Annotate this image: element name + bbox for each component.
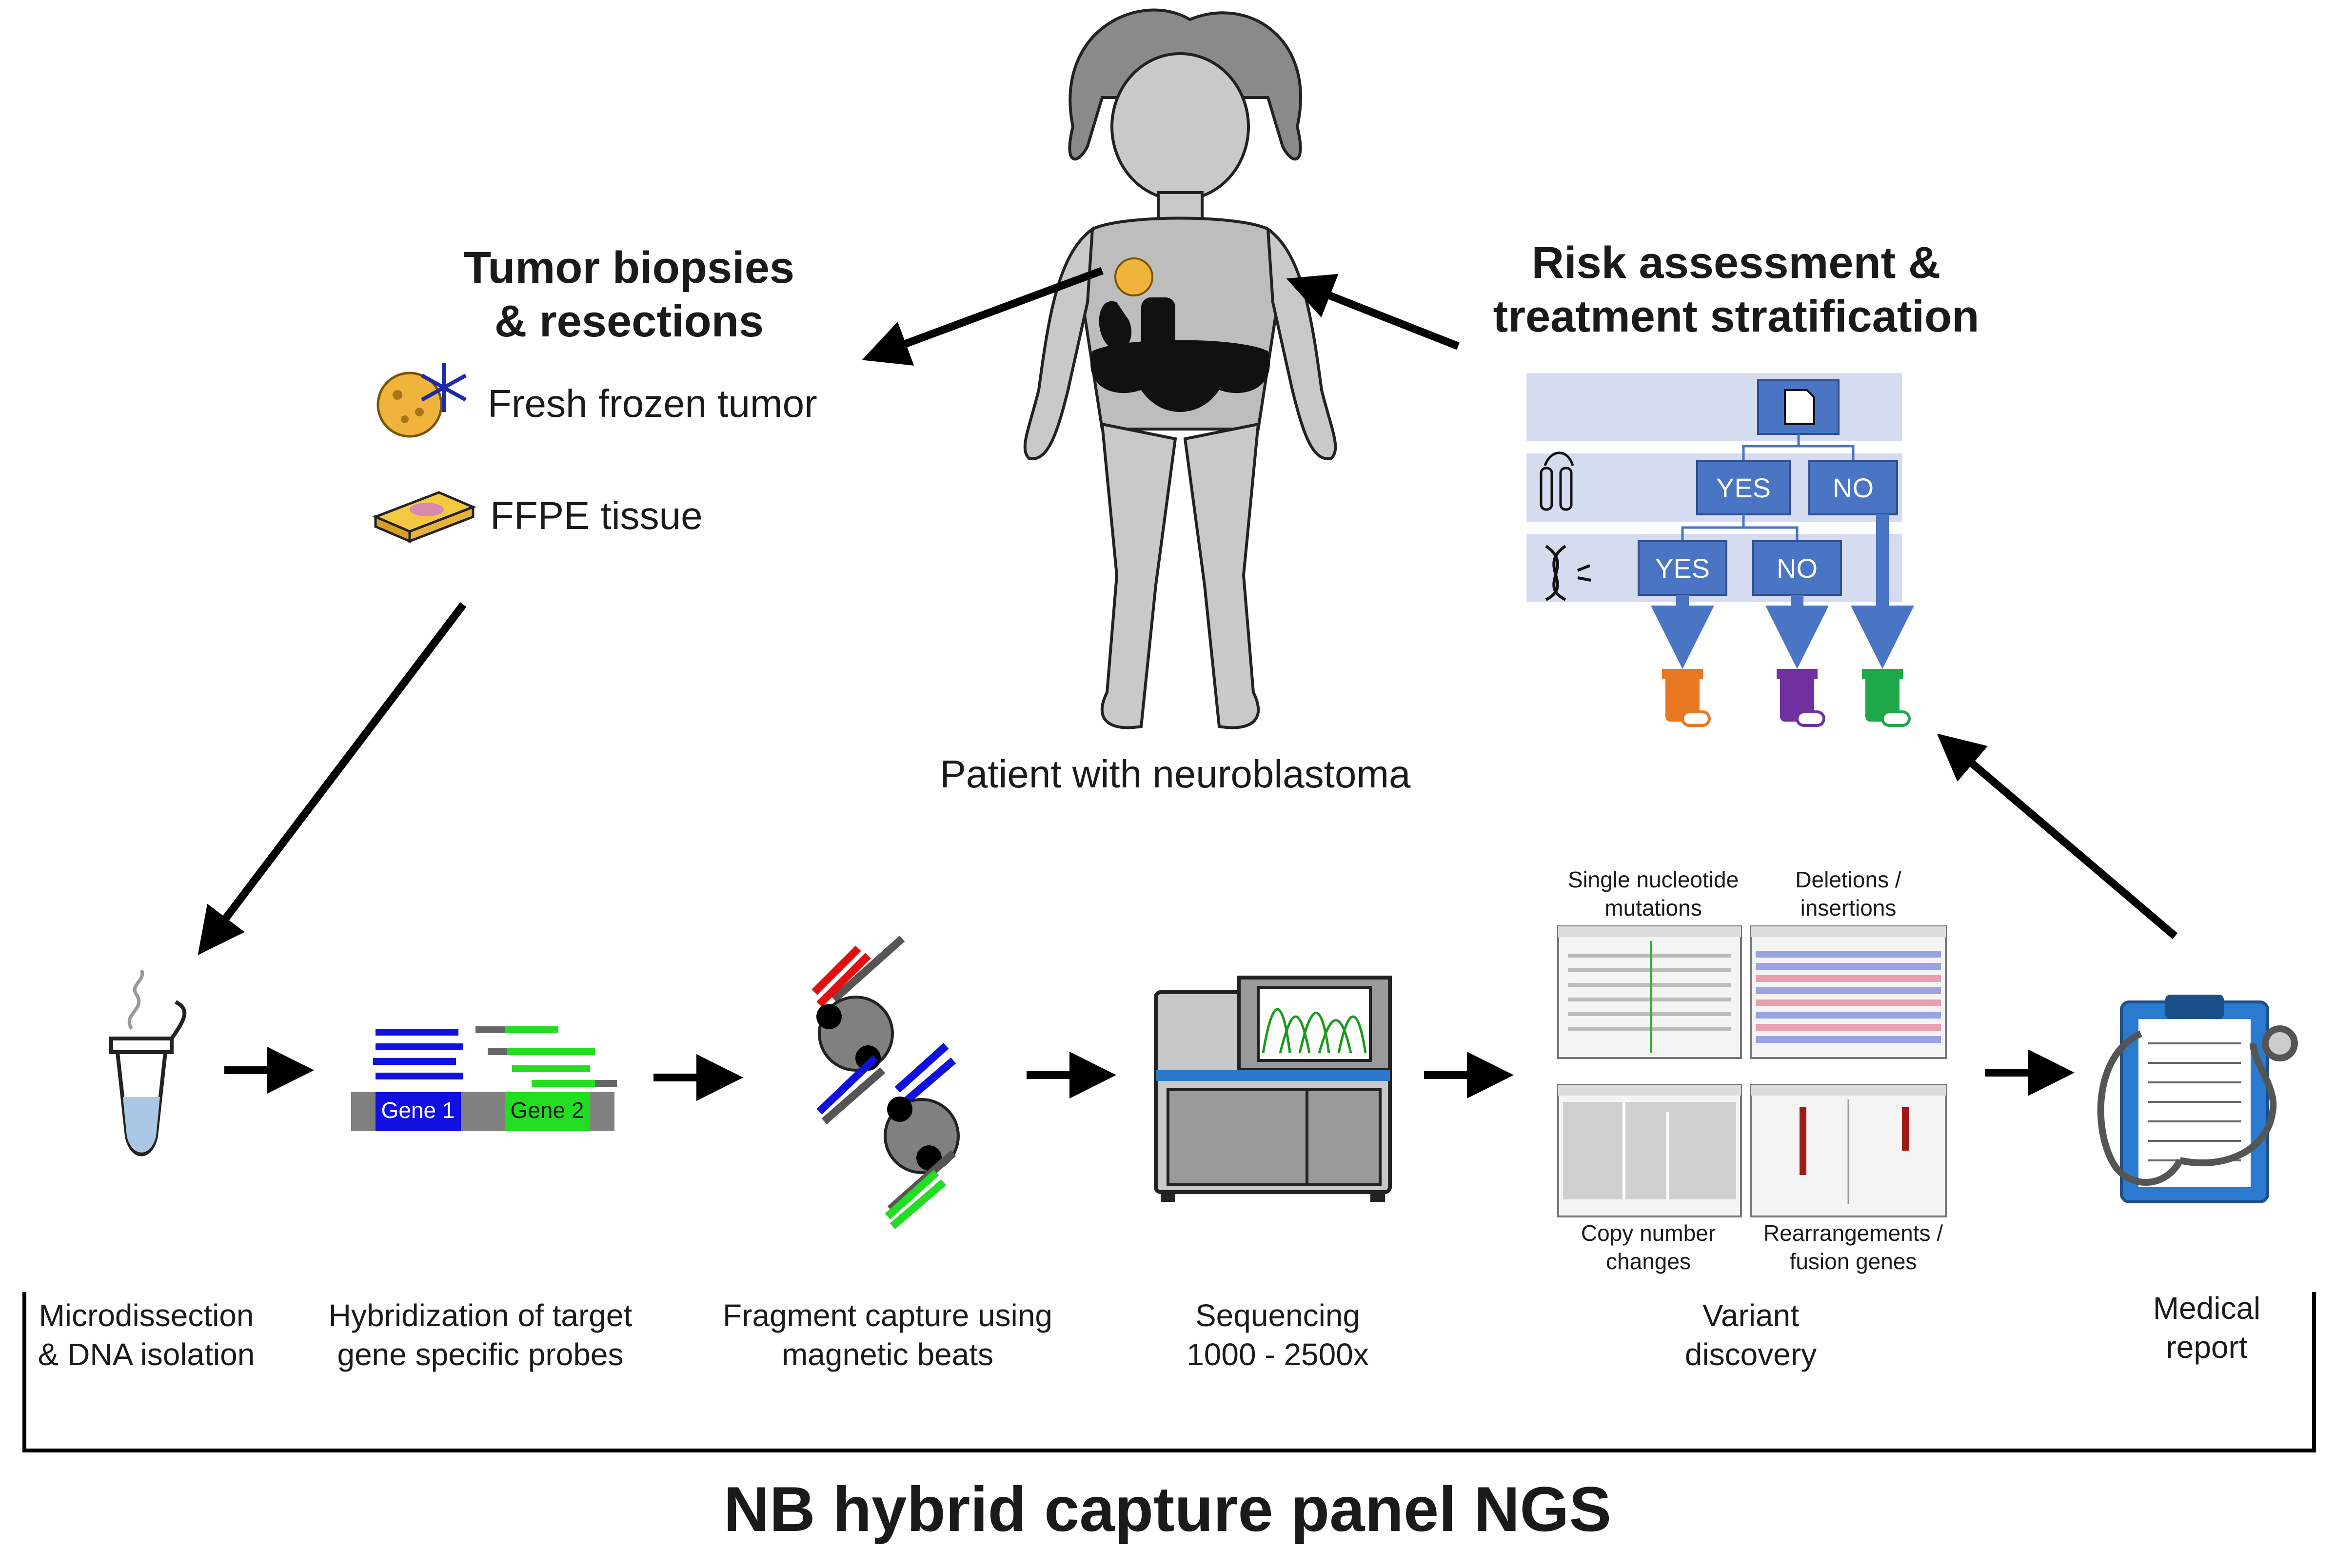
step5-label-line2: discovery xyxy=(1685,1337,1817,1372)
fresh-frozen-tumor-icon xyxy=(376,372,443,438)
step3-label-line1: Fragment capture using xyxy=(723,1298,1052,1333)
probe-green-2 xyxy=(507,1048,595,1055)
probe-blue-1 xyxy=(376,1029,458,1036)
arrow-biopsies-to-dna xyxy=(198,602,467,956)
probe-green-1 xyxy=(505,1026,558,1033)
step2-label-line2: gene specific probes xyxy=(337,1337,623,1372)
step1-label-line1: Microdissection xyxy=(39,1298,254,1333)
probe-gray-2 xyxy=(488,1048,507,1055)
drug-orange-icon xyxy=(1662,669,1711,727)
step1-label-line2: & DNA isolation xyxy=(38,1337,255,1372)
step4-label-line2: 1000 - 2500x xyxy=(1187,1337,1369,1372)
pelvis-icon xyxy=(1090,340,1270,412)
patient-caption: Patient with neuroblastoma xyxy=(940,752,1411,796)
probe-hybridization-graphic xyxy=(351,1026,617,1131)
no-box-2 xyxy=(1752,540,1842,596)
arrow-report-to-risk xyxy=(1937,733,2178,940)
stethoscope-icon xyxy=(2097,1025,2298,1186)
arrow-risk-to-patient xyxy=(1286,274,1460,350)
dna-tube-icon xyxy=(109,969,187,1156)
gene1-block xyxy=(376,1092,461,1131)
no-label-1: NO xyxy=(1833,472,1874,503)
probe-blue-4 xyxy=(376,1073,463,1079)
indel-panel xyxy=(1750,925,1947,1059)
chromosome-icon xyxy=(1540,451,1574,511)
risk-flowchart: YES NO YES NO xyxy=(1526,373,1914,727)
arrow-patient-to-biopsies xyxy=(862,267,1104,366)
probe-blue-2 xyxy=(376,1043,463,1050)
fresh-frozen-label: Fresh frozen tumor xyxy=(488,382,817,425)
tumor-icon xyxy=(1114,257,1153,296)
clipboard-icon xyxy=(2120,995,2269,1203)
ffpe-block-icon xyxy=(372,491,476,543)
step2-label-line1: Hybridization of target xyxy=(329,1298,633,1333)
step5-label-line1: Variant xyxy=(1702,1298,1799,1333)
indel-label-line1: Deletions / xyxy=(1795,867,1901,892)
no-box-1 xyxy=(1808,460,1898,515)
magnetic-bead-capture-graphic xyxy=(811,936,960,1230)
yes-label-1: YES xyxy=(1716,472,1771,503)
probe-green-4 xyxy=(532,1080,595,1087)
no-label-2: NO xyxy=(1777,553,1818,584)
snv-label-line2: mutations xyxy=(1604,895,1702,921)
sequencer-icon xyxy=(1154,976,1392,1202)
gene1-label: Gene 1 xyxy=(381,1098,455,1123)
patient-figure xyxy=(1023,8,1337,729)
cnv-label-line1: Copy number xyxy=(1581,1220,1716,1246)
risk-heading-line1: Risk assessment & xyxy=(1532,238,1941,288)
probe-green-3 xyxy=(512,1065,590,1072)
probe-gray-3 xyxy=(595,1080,617,1087)
cnv-label-line2: changes xyxy=(1606,1249,1691,1274)
drug-green-icon xyxy=(1862,669,1911,727)
flow-band-top xyxy=(1526,373,1902,441)
kidney-icon xyxy=(1099,301,1131,351)
step4-label-line1: Sequencing xyxy=(1195,1298,1360,1333)
adrenal-icon xyxy=(1141,297,1175,351)
risk-heading-line2: treatment stratification xyxy=(1493,292,1979,341)
gene2-label: Gene 2 xyxy=(511,1098,584,1123)
snowflake-icon xyxy=(421,363,467,412)
probe-gray-1 xyxy=(475,1026,505,1033)
cnv-panel xyxy=(1557,1084,1742,1217)
sv-label-line1: Rearrangements / xyxy=(1763,1220,1943,1246)
ffpe-label: FFPE tissue xyxy=(490,494,703,537)
step3-label-line2: magnetic beats xyxy=(782,1337,993,1372)
snv-panel xyxy=(1557,925,1742,1059)
biopsies-heading-line2: & resections xyxy=(495,296,764,346)
indel-label-line2: insertions xyxy=(1801,895,1897,921)
step6-label-line1: Medical xyxy=(2153,1291,2261,1326)
workflow-title: NB hybrid capture panel NGS xyxy=(724,1473,1611,1545)
drug-purple-icon xyxy=(1777,669,1825,727)
dna-damage-icon xyxy=(1545,545,1591,601)
workflow-bracket xyxy=(22,1292,2316,1452)
sv-label-line2: fusion genes xyxy=(1790,1249,1917,1274)
snv-label-line1: Single nucleotide xyxy=(1568,867,1739,892)
probe-blue-3 xyxy=(373,1058,456,1065)
yes-label-2: YES xyxy=(1655,553,1710,584)
step6-label-line2: report xyxy=(2166,1330,2247,1365)
document-icon xyxy=(1784,389,1815,425)
biopsies-heading-line1: Tumor biopsies xyxy=(464,243,794,293)
sv-panel xyxy=(1750,1084,1947,1217)
gene2-block xyxy=(505,1092,590,1131)
